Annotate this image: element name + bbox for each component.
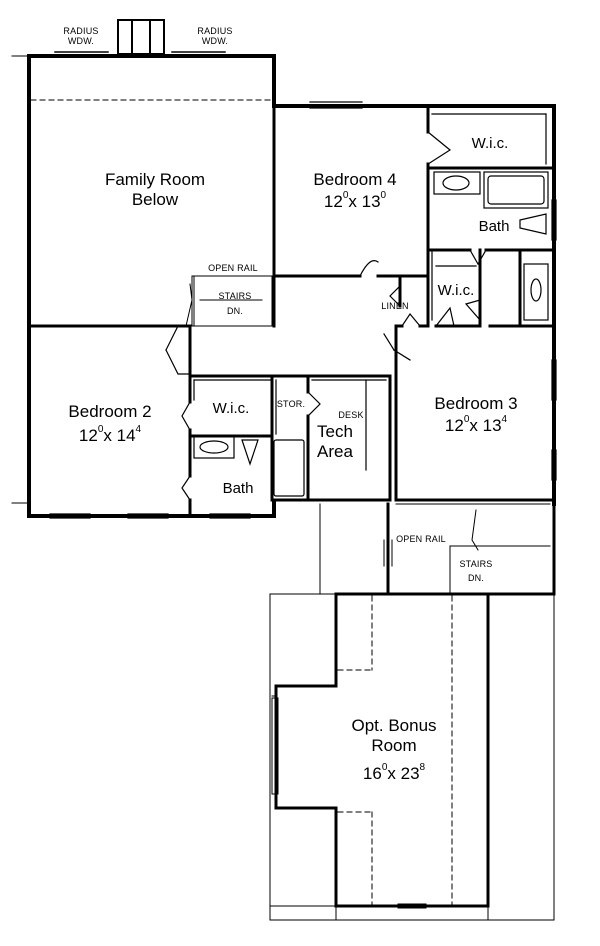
bonus-room-walls bbox=[274, 592, 490, 908]
bonus-room-label: Opt. Bonus Room bbox=[351, 716, 437, 755]
storage-label: STOR. bbox=[276, 399, 306, 409]
interior-walls bbox=[27, 104, 556, 518]
bedroom3-dimensions: 120x 134 bbox=[444, 414, 508, 435]
open-rail-top-label: OPEN RAIL bbox=[208, 263, 258, 273]
bath-bedroom2-label: Bath bbox=[222, 480, 254, 497]
radius-window-right-label: RADIUS WDW. bbox=[197, 26, 233, 47]
desk-label: DESK bbox=[338, 410, 364, 420]
wic-top-label: W.i.c. bbox=[471, 135, 509, 152]
door-swings bbox=[165, 131, 487, 501]
bonus-room-dimensions: 160x 238 bbox=[362, 762, 426, 783]
bonus-room-dash bbox=[337, 595, 453, 905]
linen-label: LINEN bbox=[381, 301, 409, 311]
wic-mid-label: W.i.c. bbox=[437, 282, 475, 299]
stairs-top-label: STAIRS bbox=[218, 291, 252, 301]
bedroom4-dimensions: 120x 130 bbox=[323, 190, 387, 211]
family-room-label: Family Room Below bbox=[104, 170, 206, 209]
stairs-upper bbox=[185, 275, 273, 327]
dn-top-label: DN. bbox=[226, 306, 244, 316]
chimney bbox=[117, 19, 165, 55]
bath-top-label: Bath bbox=[478, 218, 510, 235]
radius-window-left-label: RADIUS WDW. bbox=[63, 26, 99, 47]
stairs-lower-label: STAIRS bbox=[459, 559, 493, 569]
bedroom2-label: Bedroom 2 bbox=[68, 402, 152, 421]
bedroom2-dimensions: 120x 144 bbox=[78, 424, 142, 445]
tech-area-label: Tech Area bbox=[317, 422, 353, 461]
dn-lower-label: DN. bbox=[467, 573, 485, 583]
wic-bedroom2-label: W.i.c. bbox=[212, 400, 250, 417]
open-rail-lower-label: OPEN RAIL bbox=[396, 534, 446, 544]
bedroom3-label: Bedroom 3 bbox=[434, 394, 518, 413]
bedroom4-label: Bedroom 4 bbox=[313, 170, 397, 189]
